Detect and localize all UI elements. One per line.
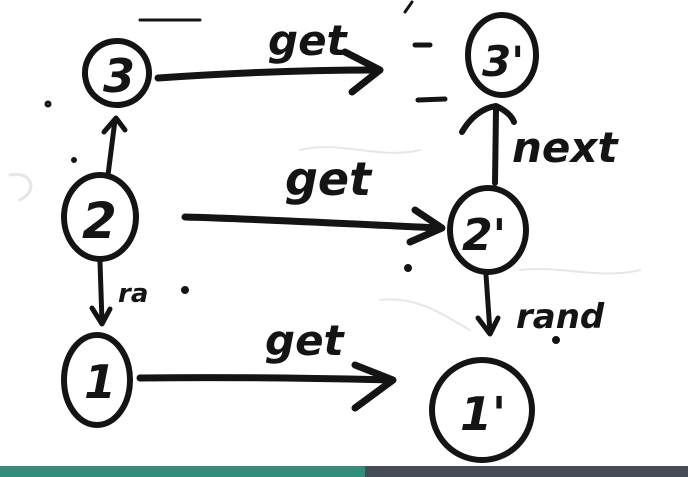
arrowhead-icon [406,206,446,246]
node-left-2: 2 [61,172,139,262]
arrow-shaft [97,259,105,325]
edge-label: ra [118,279,148,309]
arrowhead-icon [341,48,384,96]
node-circle [429,357,535,463]
edge-get-top: get [154,16,384,96]
ink-dot [181,286,189,294]
node-label: 3' [482,37,524,86]
node-circle [61,332,133,428]
ink-dot [552,336,560,344]
arrowhead-icon [101,115,128,135]
node-circle [61,172,139,262]
edge-label: get [268,16,349,65]
arrowhead-icon [89,305,113,327]
arrow-shaft [181,213,444,232]
arrow-shaft [483,272,493,335]
ink-dot [404,264,412,272]
edge-right-up: next [459,103,619,186]
arrow-shaft [136,374,396,384]
ink-dot [71,157,77,163]
edge-label: get [285,152,373,206]
ghost-strokes [8,146,641,331]
edge-get-bottom: get [136,316,397,412]
node-label: 2 [82,192,117,250]
node-right-3: 3' [465,12,539,98]
arrowhead-icon [459,103,517,135]
node-right-1: 1' [429,357,535,463]
edge-get-middle: get [181,152,446,246]
video-progress-bar[interactable] [0,466,688,477]
node-label: 1' [460,387,506,441]
node-circle [82,38,152,108]
node-right-2: 2' [447,185,529,275]
arrowhead-icon [475,315,501,337]
stray-stroke [415,96,448,103]
edge-label: next [512,123,619,172]
node-left-3: 3 [82,38,152,108]
arrowhead-icon [351,361,397,412]
edge-right-down: rand [475,272,605,337]
node-label: 1 [84,355,116,409]
edge-label: get [265,316,346,365]
edge-left-down: ra [89,259,148,327]
node-left-1: 1 [61,332,133,428]
stray-stroke [403,0,414,14]
video-progress-played [0,466,365,477]
ink-dot [44,100,52,108]
edge-label: rand [516,297,605,337]
node-label: 2' [462,210,506,261]
arrow-shaft [492,107,499,186]
edge-left-up [101,115,128,178]
node-circle [447,185,529,275]
node-label: 3 [103,49,135,103]
arrow-shaft [154,66,382,82]
node-circle [465,12,539,98]
arrow-shaft [105,117,118,178]
